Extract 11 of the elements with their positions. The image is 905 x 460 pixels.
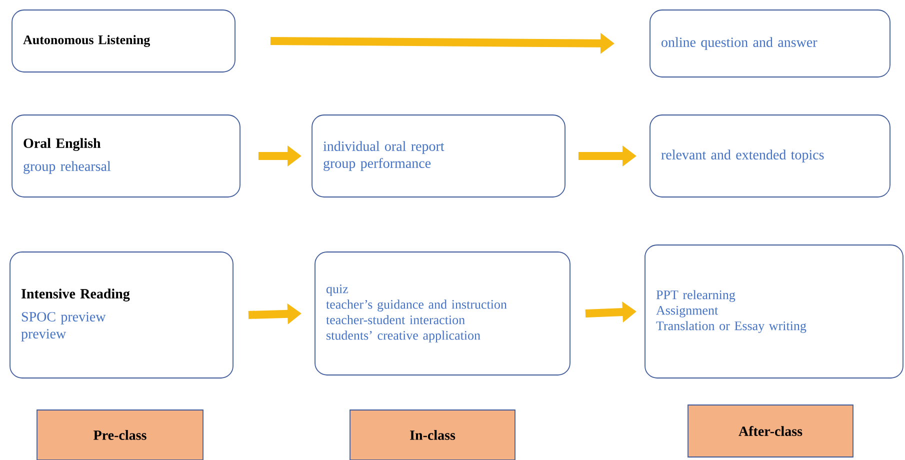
stage-box: Pre-class	[36, 410, 204, 460]
activity-box: Autonomous Listening	[12, 10, 236, 72]
activity-box: quiz teacher’s guidance and instruction teacher-student interaction students’ creative application	[314, 252, 570, 376]
stage-box: In-class	[350, 410, 516, 460]
activity-box: Oral English group rehearsal	[12, 114, 240, 198]
stage-box: After-class	[688, 404, 854, 458]
activity-box: online question and answer	[650, 10, 890, 78]
activity-box: PPT relearning Assignment Translation or Essay writing	[644, 244, 904, 378]
activity-box: individual oral report group performance	[312, 114, 566, 198]
activity-box: relevant and extended topics	[650, 114, 890, 198]
activity-box: Intensive Reading SPOC preview preview	[10, 252, 234, 378]
